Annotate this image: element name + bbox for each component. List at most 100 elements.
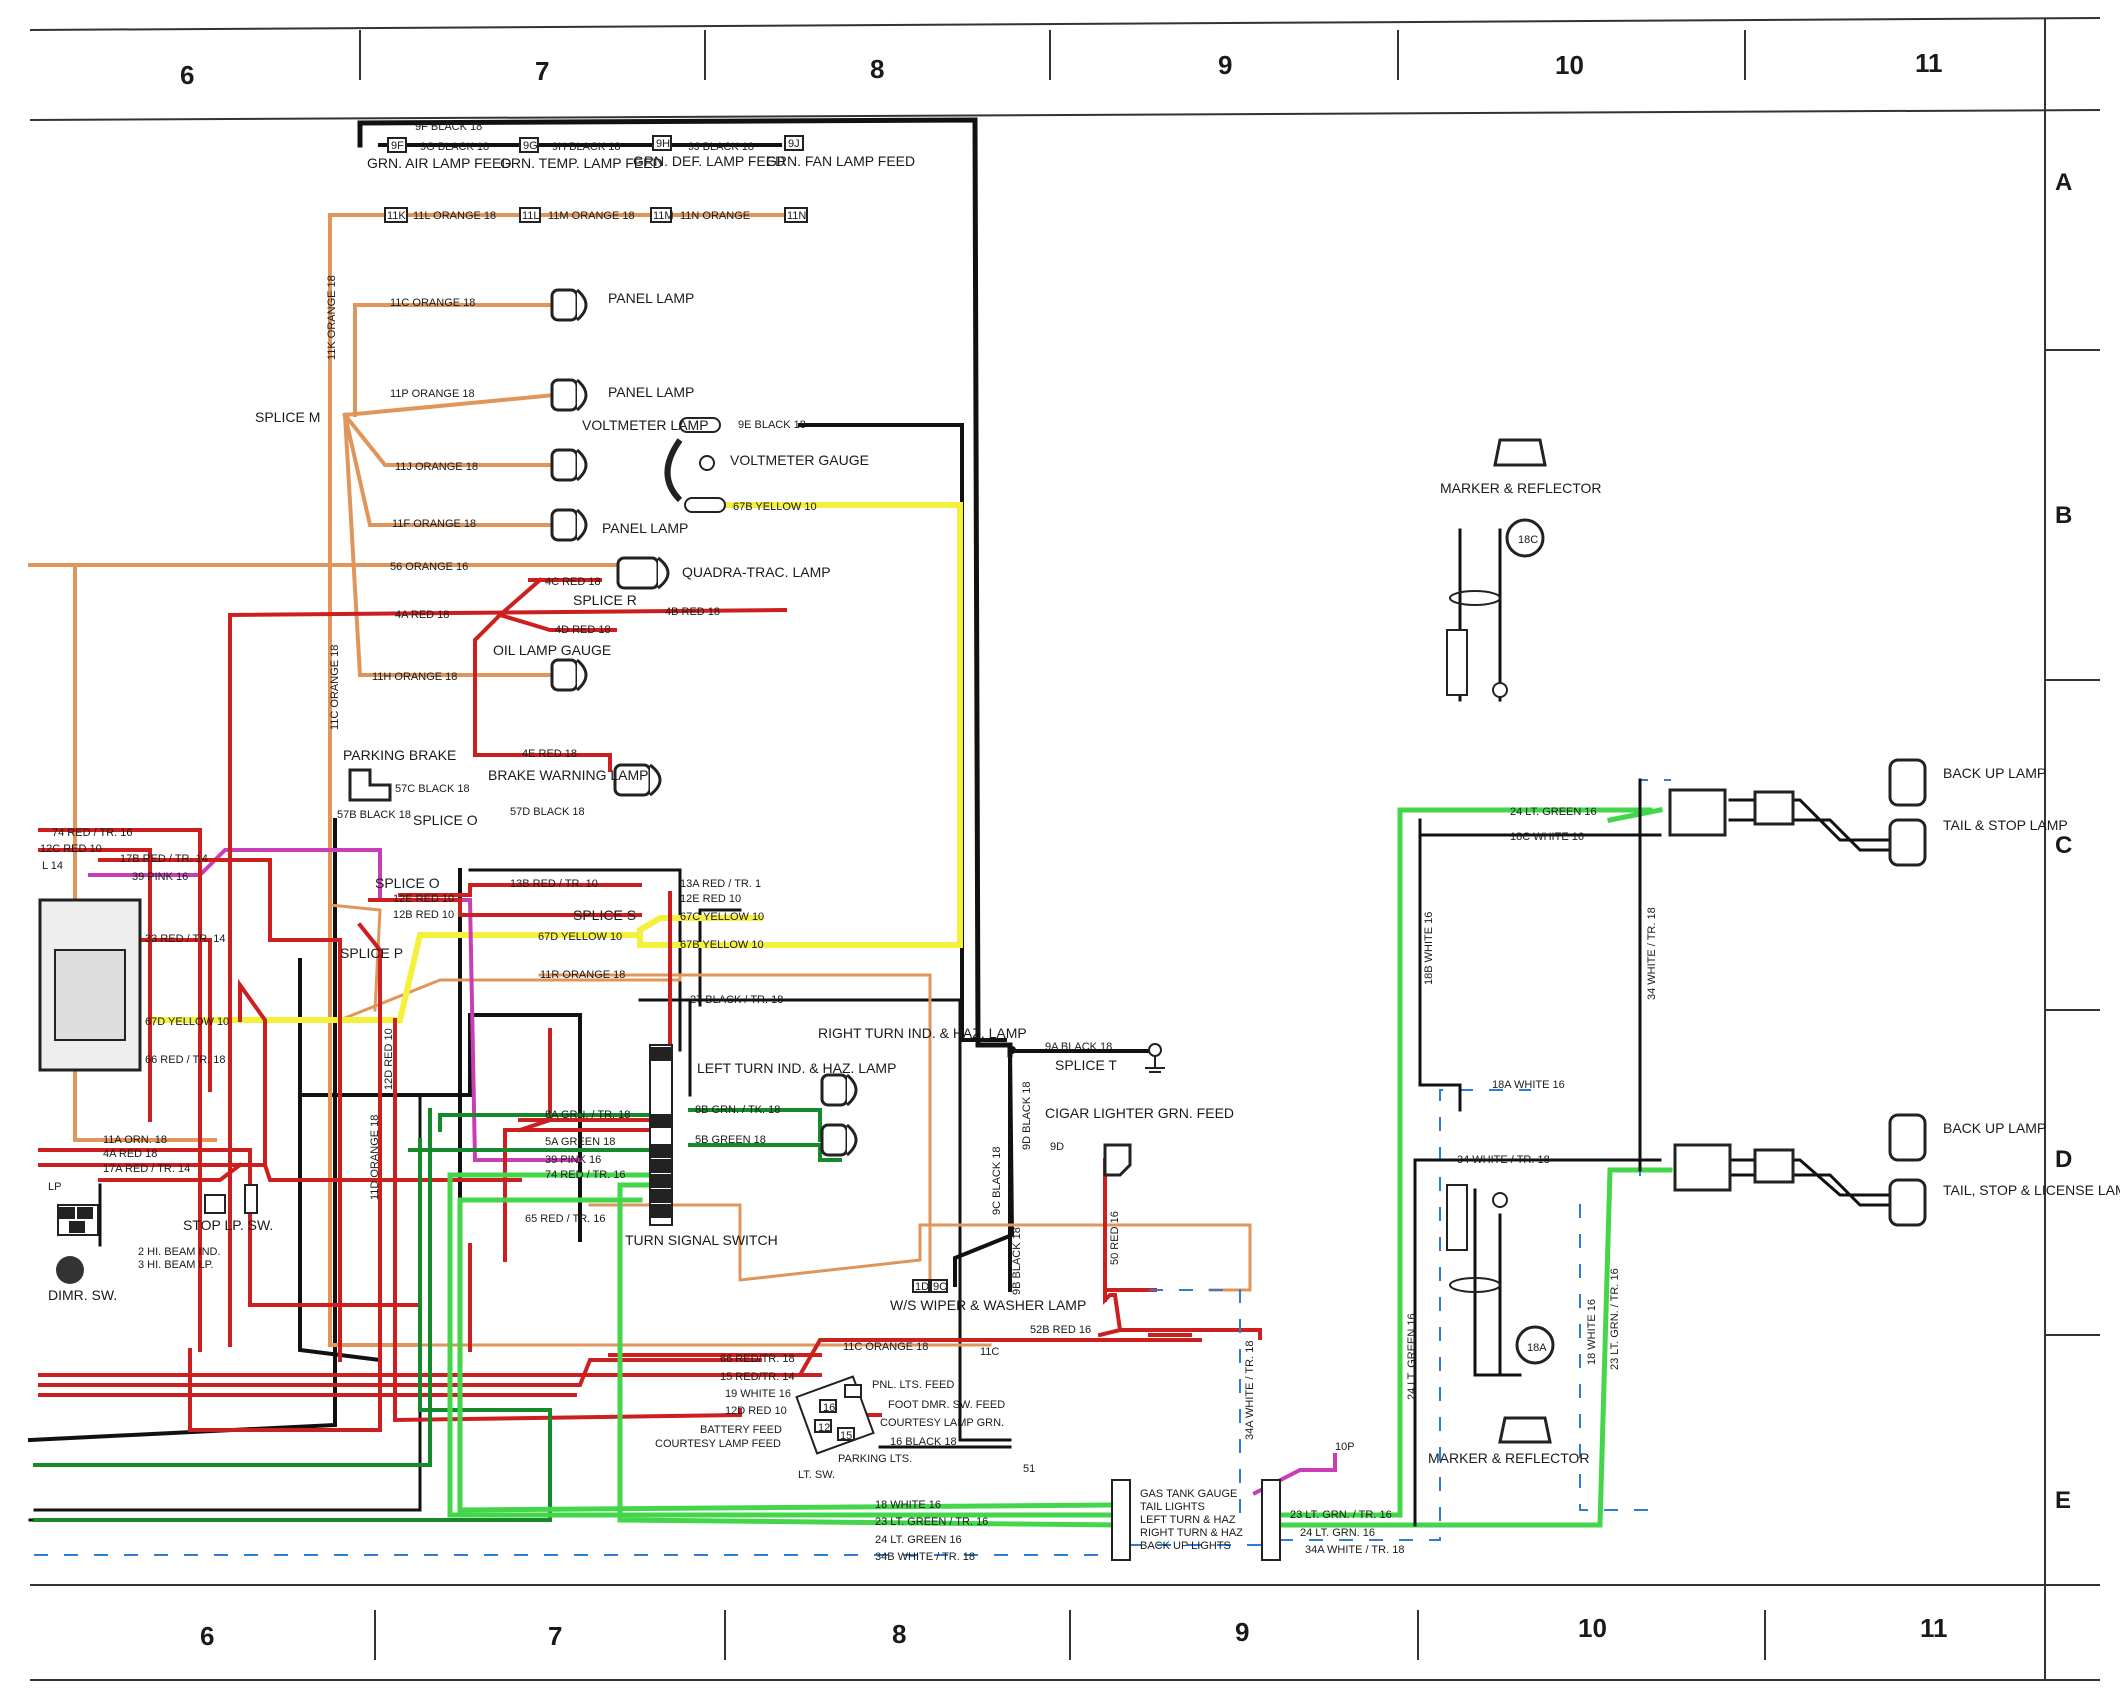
label-lt-sw: LT. SW. xyxy=(798,1469,835,1481)
label-gas-tank-gauge: GAS TANK GAUGE xyxy=(1140,1488,1237,1500)
label-left-turn-haz: LEFT TURN & HAZ xyxy=(1140,1514,1236,1526)
col-top-10: 10 xyxy=(1555,50,1584,80)
wire-label-4b: 4B RED 18 xyxy=(665,606,720,618)
wire-label-11c-v: 11C ORANGE 18 xyxy=(329,645,341,730)
wire-label-4c: 4C RED 18 xyxy=(545,576,601,588)
wire-label-11j: 11J ORANGE 18 xyxy=(395,461,478,473)
marker-reflector-bottom-icon xyxy=(1446,1184,1555,1444)
stop-lp-switch-icon xyxy=(204,1184,258,1214)
dark-green-wires xyxy=(33,1108,842,1522)
cid-12: 12 xyxy=(818,1422,830,1434)
label-oil-lamp-gauge: OIL LAMP GAUGE xyxy=(493,642,611,658)
col-bottom-10: 10 xyxy=(1578,1613,1607,1643)
connector-id-labels: 9F 9G 9H 9J 11K 11L 11M 11N 18C 18A 1D 9… xyxy=(387,138,1547,1475)
wire-label-23-r: 23 LT. GRN. / TR. 16 xyxy=(1290,1509,1392,1521)
cid-9c: 9C xyxy=(933,1281,947,1293)
red-wires xyxy=(38,577,1262,1432)
wire-label-18b: 18B WHITE 16 xyxy=(1423,912,1435,985)
wire-label-33: 33 RED / TR. 14 xyxy=(145,933,226,945)
wire-label-9b: 9B BLACK 18 xyxy=(1011,1227,1023,1295)
wire-label-52b: 52B RED 16 xyxy=(1030,1324,1091,1336)
label-splice-s: SPLICE S xyxy=(573,907,636,923)
cid-9f: 9F xyxy=(391,140,404,152)
grid-frame: 6 7 8 9 10 11 6 7 8 9 10 11 A B C D E xyxy=(29,17,2101,1681)
connector-11n xyxy=(784,207,808,223)
wire-label-57d: 57D BLACK 18 xyxy=(510,806,585,818)
label-lp: LP xyxy=(48,1181,61,1193)
tail-stop-license-lamp-icon xyxy=(1888,1178,1927,1227)
wire-label-8b: 8B GRN. / TK. 18 xyxy=(695,1104,780,1116)
wire-label-66-b: 66 RED/TR. 18 xyxy=(720,1353,795,1365)
label-turn-signal-switch: TURN SIGNAL SWITCH xyxy=(625,1232,778,1248)
row-A: A xyxy=(2055,169,2072,196)
cid-1d: 1D xyxy=(915,1281,929,1293)
cid-11n: 11N xyxy=(787,210,806,222)
fuse-block-icon xyxy=(38,898,142,1072)
turn-signal-switch-icon xyxy=(649,1044,673,1226)
col-top-11: 11 xyxy=(1915,48,1943,78)
label-splice-p: SPLICE P xyxy=(340,945,403,961)
label-ws-wiper: W/S WIPER & WASHER LAMP xyxy=(890,1297,1086,1313)
label-foot-dmr: FOOT DMR. SW. FEED xyxy=(888,1399,1005,1411)
label-tail-stop-lamp: TAIL & STOP LAMP xyxy=(1943,817,2068,833)
wire-label-65: 65 RED / TR. 16 xyxy=(525,1213,606,1225)
tail-stop-lamp-icon xyxy=(1888,818,1927,867)
wire-label-9a: 9A BLACK 18 xyxy=(1045,1041,1112,1053)
voltmeter-lamp-icon xyxy=(550,448,588,482)
ws-wiper-connector-icon xyxy=(912,1279,948,1293)
label-panel-lamp-3: PANEL LAMP xyxy=(602,520,688,536)
wire-label-12d-b: 12D RED 10 xyxy=(725,1405,787,1417)
wire-label-17b: 17B RED / TR. 14 xyxy=(120,853,208,865)
label-splice-r: SPLICE R xyxy=(573,592,637,608)
wire-label-11k: 11K ORANGE 18 xyxy=(326,275,338,360)
cid-51: 51 xyxy=(1023,1463,1035,1475)
right-turn-lamp-icon xyxy=(820,1073,858,1107)
col-top-6: 6 xyxy=(180,60,194,90)
back-up-lamp-2-icon xyxy=(1888,1113,1927,1162)
rear-black-wires xyxy=(1413,528,1892,1527)
cigar-lighter-icon xyxy=(1103,1143,1132,1177)
row-C: C xyxy=(2055,832,2072,859)
cid-11k: 11K xyxy=(387,210,406,222)
label-splice-o-2: SPLICE O xyxy=(375,875,440,891)
wire-label-11c-a: 11C ORANGE 18 xyxy=(390,297,475,309)
wire-label-12b: 12B RED 10 xyxy=(393,909,454,921)
wire-label-13a: 13A RED / TR. 1 xyxy=(680,878,761,890)
wire-label-66: 66 RED / TR. 18 xyxy=(145,1054,226,1066)
wire-label-74: 74 RED / TR. 16 xyxy=(52,827,133,839)
cid-16: 16 xyxy=(823,1402,835,1414)
wire-label-4e: 4E RED 18 xyxy=(522,748,577,760)
wire-label-11n: 11N ORANGE xyxy=(680,210,750,222)
wire-label-57c: 57C BLACK 18 xyxy=(395,783,470,795)
label-grn-def-lamp-feed: GRN. DEF. LAMP FEED xyxy=(633,153,785,169)
quadra-trac-lamp-icon xyxy=(616,556,670,590)
wire-label-5a: 5A GREEN 18 xyxy=(545,1136,615,1148)
wire-label-27: 27 BLACK / TR. 18 xyxy=(690,994,783,1006)
wire-label-67d: 67D YELLOW 10 xyxy=(145,1016,229,1028)
wire-label-74-b: 74 RED / TR. 16 xyxy=(545,1169,626,1181)
label-splice-o-1: SPLICE O xyxy=(413,812,478,828)
label-pnl-lts-feed: PNL. LTS. FEED xyxy=(872,1379,954,1391)
component-labels: GRN. AIR LAMP FEED GRN. TEMP. LAMP FEED … xyxy=(48,153,2120,1552)
col-top-8: 8 xyxy=(870,54,884,84)
frame-header-line xyxy=(29,109,2101,121)
label-parking-lts: PARKING LTS. xyxy=(838,1453,912,1465)
label-tail-lights: TAIL LIGHTS xyxy=(1140,1501,1205,1513)
cid-11m: 11M xyxy=(653,210,674,222)
wire-label-4a-b: 4A RED 18 xyxy=(103,1148,157,1160)
wire-label-17a: 17A RED / TR. 14 xyxy=(103,1163,190,1175)
label-grn-temp-lamp-feed: GRN. TEMP. LAMP FEED xyxy=(500,155,663,171)
cid-18c: 18C xyxy=(1518,534,1538,546)
wire-label-16: 16 BLACK 18 xyxy=(890,1436,957,1448)
wire-label-11h: 11H ORANGE 18 xyxy=(372,671,457,683)
wire-label-39-b: 39 PINK 16 xyxy=(545,1154,601,1166)
wire-label-11m: 11M ORANGE 18 xyxy=(548,210,635,222)
label-brake-warning: BRAKE WARNING LAMP xyxy=(488,767,649,783)
voltmeter-gauge-icon xyxy=(664,417,726,513)
oil-lamp-icon xyxy=(550,658,588,692)
connector-11k xyxy=(384,207,408,223)
wire-label-24: 24 LT. GREEN 16 xyxy=(875,1534,962,1546)
label-back-up-lights: BACK UP LIGHTS xyxy=(1140,1540,1231,1552)
wire-label-67b-top: 67B YELLOW 10 xyxy=(733,501,817,513)
